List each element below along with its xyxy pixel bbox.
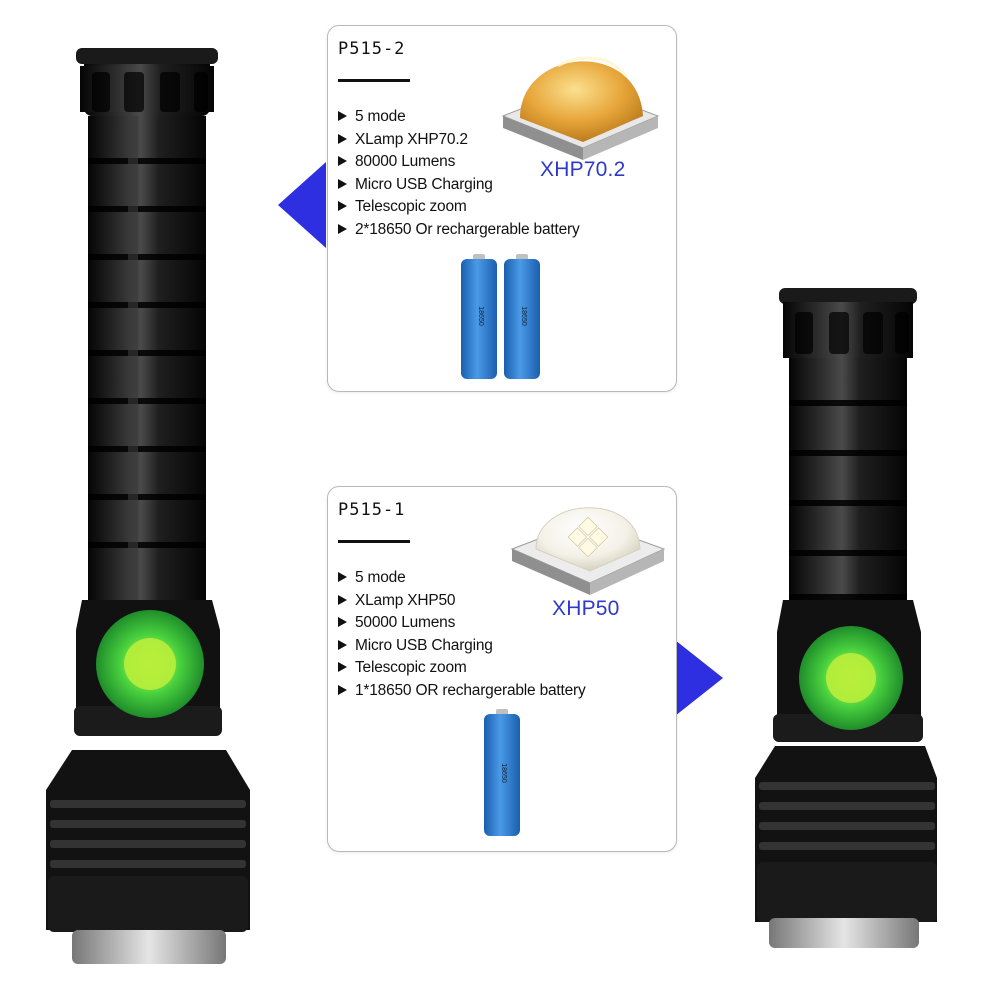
bullet-icon bbox=[338, 617, 347, 628]
flashlight-p515-1-image bbox=[755, 288, 937, 948]
bullet-icon bbox=[338, 639, 347, 650]
bullet-icon bbox=[338, 684, 347, 695]
feature-item: XLamp XHP70.2 bbox=[338, 129, 580, 152]
spec-card-p515-2: P515-2 5 mode XLamp XHP70.2 80000 Lumens… bbox=[327, 25, 677, 392]
battery-18650-icon: 18650 bbox=[484, 709, 520, 836]
bullet-icon bbox=[338, 110, 347, 121]
battery-label: 18650 bbox=[477, 306, 484, 326]
feature-item: 1*18650 OR rechargerable battery bbox=[338, 680, 586, 703]
model-underline bbox=[338, 540, 410, 543]
feature-item: 5 mode bbox=[338, 567, 586, 590]
led-chip-xhp70-icon bbox=[501, 56, 660, 160]
feature-list: 5 mode XLamp XHP70.2 80000 Lumens Micro … bbox=[338, 106, 580, 242]
battery-label: 18650 bbox=[520, 306, 527, 326]
arrow-right-icon bbox=[675, 640, 723, 716]
bullet-icon bbox=[338, 156, 347, 167]
battery-label: 18650 bbox=[500, 763, 507, 783]
feature-item: 80000 Lumens bbox=[338, 151, 580, 174]
model-underline bbox=[338, 79, 410, 82]
bullet-icon bbox=[338, 133, 347, 144]
led-label: XHP50 bbox=[552, 597, 620, 620]
spec-card-p515-1: P515-1 5 mode XLamp XHP50 50000 Lumens M… bbox=[327, 486, 677, 852]
feature-item: XLamp XHP50 bbox=[338, 590, 586, 613]
battery-18650-icon: 18650 bbox=[461, 254, 497, 379]
feature-list: 5 mode XLamp XHP50 50000 Lumens Micro US… bbox=[338, 567, 586, 703]
led-label: XHP70.2 bbox=[540, 158, 626, 181]
feature-item: 5 mode bbox=[338, 106, 580, 129]
feature-item: Micro USB Charging bbox=[338, 174, 580, 197]
feature-item: Micro USB Charging bbox=[338, 635, 586, 658]
model-name: P515-1 bbox=[338, 500, 406, 520]
led-chip-xhp50-icon bbox=[510, 507, 666, 595]
feature-item: Telescopic zoom bbox=[338, 196, 580, 219]
flashlight-p515-2-image bbox=[46, 48, 250, 964]
bullet-icon bbox=[338, 662, 347, 673]
battery-18650-icon: 18650 bbox=[504, 254, 540, 379]
bullet-icon bbox=[338, 201, 347, 212]
bullet-icon bbox=[338, 223, 347, 234]
arrow-left-icon bbox=[278, 162, 326, 248]
bullet-icon bbox=[338, 178, 347, 189]
feature-item: Telescopic zoom bbox=[338, 657, 586, 680]
feature-item: 50000 Lumens bbox=[338, 612, 586, 635]
model-name: P515-2 bbox=[338, 39, 406, 59]
bullet-icon bbox=[338, 594, 347, 605]
bullet-icon bbox=[338, 571, 347, 582]
feature-item: 2*18650 Or rechargerable battery bbox=[338, 219, 580, 242]
